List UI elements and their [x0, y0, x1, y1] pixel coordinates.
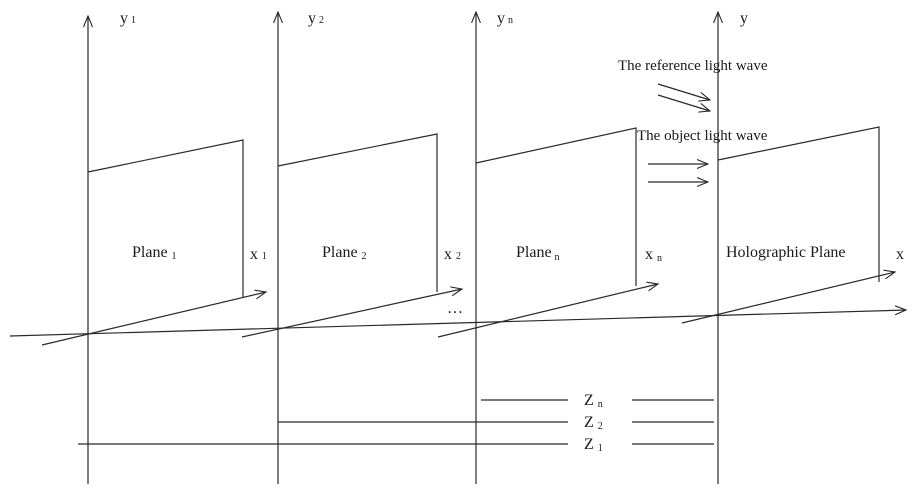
plane-n-outline	[475, 127, 637, 286]
object-wave-label: The object light wave	[637, 128, 768, 144]
baseline-axis	[9, 310, 906, 337]
x1-axis	[41, 292, 266, 346]
plane-2-outline	[277, 133, 438, 292]
reference-wave-label: The reference light wave	[618, 58, 768, 74]
x-label: x	[896, 246, 904, 263]
holographic-plane-outline	[717, 126, 880, 282]
y-label: y	[740, 10, 748, 27]
reference-wave-arrow	[657, 94, 710, 111]
x-axis	[681, 272, 895, 324]
light-waves: The reference light wave The object ligh…	[618, 58, 768, 182]
holographic-plane-group: y Holographic Plane x	[681, 10, 904, 484]
planes-ellipsis: …	[447, 300, 463, 317]
plane-1-outline	[87, 139, 244, 298]
x2-axis	[241, 289, 462, 338]
holographic-plane-label: Holographic Plane	[726, 244, 846, 261]
reference-wave-arrow	[657, 83, 710, 100]
xn-axis	[437, 284, 658, 338]
